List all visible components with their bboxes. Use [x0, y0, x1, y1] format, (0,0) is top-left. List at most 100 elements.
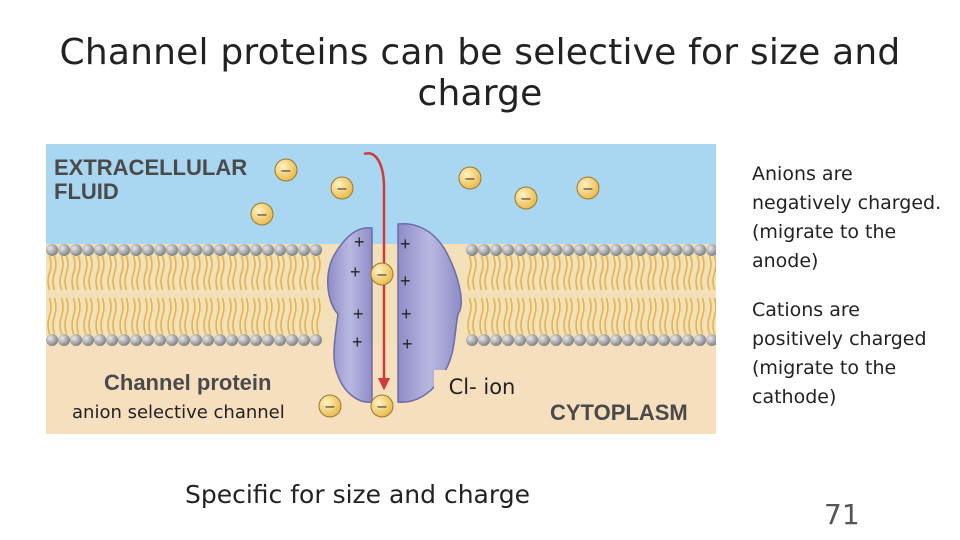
anion-charge-symbol: – — [466, 170, 475, 187]
lipid-tail — [640, 297, 645, 335]
phospholipid-head — [622, 244, 634, 256]
phospholipid-head — [646, 244, 658, 256]
phospholipid-head — [226, 244, 238, 256]
lipid-tail — [563, 255, 568, 291]
phospholipid-head — [250, 244, 262, 256]
lipid-tail — [707, 297, 712, 335]
lipid-tail — [299, 297, 304, 335]
phospholipid-head — [682, 244, 694, 256]
lipid-tail — [520, 255, 525, 291]
phospholipid-head — [502, 244, 514, 256]
phospholipid-head — [526, 244, 538, 256]
lipid-tail — [179, 255, 184, 291]
lipid-tail — [604, 255, 609, 291]
lipid-tail — [227, 297, 232, 335]
phospholipid-head — [490, 244, 502, 256]
phospholipid-head — [106, 244, 118, 256]
anion-charge-symbol: – — [378, 266, 387, 283]
phospholipid-head — [574, 334, 586, 346]
phospholipid-head — [682, 334, 694, 346]
lipid-tail — [203, 297, 208, 335]
lipid-tail — [136, 297, 141, 335]
lipid-tail — [652, 297, 657, 335]
lipid-tail — [263, 255, 268, 291]
lipid-tail — [83, 255, 88, 291]
lipid-tail — [95, 255, 100, 291]
positive-charges: + + + + + + + + — [350, 232, 413, 354]
phospholipid-head — [502, 334, 514, 346]
lipid-tail — [124, 297, 129, 335]
lipid-tail — [95, 297, 100, 335]
lipid-tail — [527, 297, 532, 335]
chloride-ion: – — [274, 158, 298, 182]
positive-charge: + — [400, 271, 411, 291]
lipid-tail — [280, 255, 285, 291]
phospholipid-head — [118, 334, 130, 346]
lipid-tail — [664, 297, 669, 335]
lipid-tail — [467, 297, 472, 335]
phospholipid-head — [526, 334, 538, 346]
phospholipid-head — [190, 244, 202, 256]
lipid-tail — [47, 297, 52, 335]
positive-charge: + — [352, 332, 363, 352]
phospholipid-head — [562, 244, 574, 256]
lipid-tail — [280, 297, 285, 335]
lipid-tail — [551, 297, 556, 335]
positive-charge: + — [400, 234, 411, 254]
lipid-tail — [484, 255, 489, 291]
phospholipid-head — [70, 334, 82, 346]
lipid-tail — [251, 255, 256, 291]
phospholipid-head — [658, 244, 670, 256]
phospholipid-head — [118, 244, 130, 256]
channel-protein-left — [327, 227, 373, 403]
lipid-tail — [203, 255, 208, 291]
lipid-tail — [671, 255, 676, 291]
lipid-tail — [268, 255, 273, 291]
lipid-tail — [712, 255, 717, 291]
lipid-tail — [491, 297, 496, 335]
lipid-tail — [664, 255, 669, 291]
lipid-tail — [256, 255, 261, 291]
lipid-tail — [544, 297, 549, 335]
diagram-svg: + + + + + + + + ––––––––– — [46, 144, 718, 434]
lipid-tail — [88, 297, 93, 335]
phospholipid-head — [550, 244, 562, 256]
lipid-tail — [119, 255, 124, 291]
phospholipid-head — [586, 334, 598, 346]
phospholipid-head — [286, 244, 298, 256]
lipid-tail — [64, 297, 69, 335]
lipid-tail — [232, 297, 237, 335]
phospholipid-head — [706, 244, 718, 256]
lipid-tail — [287, 255, 292, 291]
lipid-tail — [587, 297, 592, 335]
lipid-tail — [179, 297, 184, 335]
extracellular-label-line1: EXTRACELLULAR — [54, 155, 248, 180]
lipid-tail — [695, 255, 700, 291]
anion-charge-symbol: – — [338, 180, 347, 197]
lipid-tail — [592, 297, 597, 335]
phospholipid-head — [166, 334, 178, 346]
lipid-tail — [659, 297, 664, 335]
phospholipid-head — [46, 334, 58, 346]
lipid-tail — [635, 255, 640, 291]
lipid-tail — [215, 255, 220, 291]
phospholipid-head — [598, 244, 610, 256]
lipid-tail — [599, 297, 604, 335]
lipid-tail — [136, 255, 141, 291]
ion-flow-arrow — [363, 152, 391, 391]
lipid-tail — [299, 255, 304, 291]
lipid-tail — [592, 255, 597, 291]
anion-charge-symbol: – — [326, 398, 335, 415]
phospholipid-head — [262, 244, 274, 256]
lipid-tail — [220, 255, 225, 291]
lipid-tail — [196, 255, 201, 291]
lipid-tail — [119, 297, 124, 335]
phospholipid-head — [274, 334, 286, 346]
lipid-tail — [700, 255, 705, 291]
lipid-tail — [623, 255, 628, 291]
lipid-tail — [628, 297, 633, 335]
lipid-tail — [575, 255, 580, 291]
lipid-tail — [76, 297, 81, 335]
lipid-tail — [292, 255, 297, 291]
phospholipid-head — [142, 334, 154, 346]
